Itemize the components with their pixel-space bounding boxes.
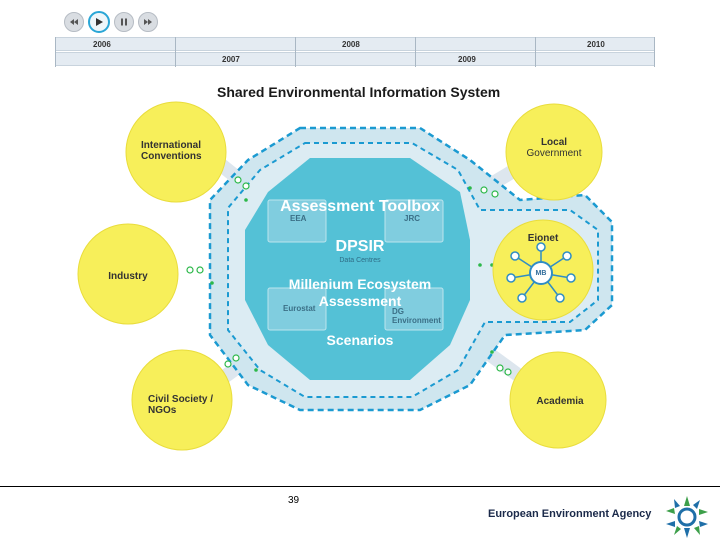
timeline[interactable]: 2006 2008 2010 2007 2009	[55, 37, 655, 67]
eea-label: EEA	[290, 214, 307, 223]
label-line: NGOs	[148, 405, 177, 416]
data-centres-label: Data Centres	[339, 257, 381, 264]
industry-label: Industry	[108, 271, 148, 282]
civil-society-label: Civil Society / NGOs	[148, 394, 220, 416]
node-international-conventions	[125, 101, 227, 203]
agency-name: European Environment Agency	[488, 508, 652, 520]
label-line: International	[141, 140, 202, 151]
year-2010[interactable]: 2010	[587, 40, 605, 49]
local-government-label: Local Government	[516, 137, 592, 159]
international-conventions-label: International Conventions	[141, 140, 213, 162]
stakeholder-nodes	[77, 101, 607, 451]
dg-environment-label: DG Environment	[392, 307, 441, 325]
eurostat-label: Eurostat	[283, 304, 316, 313]
rewind-icon	[70, 19, 78, 25]
label-line: Conventions	[141, 151, 202, 162]
label-line: Environment	[392, 316, 441, 325]
play-button[interactable]	[88, 11, 110, 33]
fast-forward-icon	[144, 19, 152, 25]
academia-label: Academia	[536, 396, 584, 407]
eionet-network	[506, 242, 576, 303]
footer-divider	[0, 486, 720, 487]
title-line: Assessment	[318, 293, 402, 309]
eionet-label: Eionet	[527, 233, 559, 244]
timeline-tick	[55, 37, 56, 67]
scenarios-title: Scenarios	[326, 332, 394, 348]
node-academia	[509, 351, 607, 449]
ghost-boxes	[267, 199, 444, 331]
jrc-label: JRC	[404, 214, 421, 223]
connector-dots	[186, 176, 512, 376]
label-line: Civil Society /	[148, 394, 214, 405]
millenium-assessment-title: Millenium Ecosystem Assessment	[268, 276, 452, 310]
diagram-title: Shared Environmental Information System	[217, 84, 501, 100]
timeline-tick	[535, 37, 536, 67]
timeline-tick	[175, 37, 176, 67]
timeline-tick	[415, 37, 416, 67]
rewind-button[interactable]	[64, 12, 84, 32]
pause-button[interactable]	[114, 12, 134, 32]
label-line: Local	[540, 137, 568, 148]
year-2007[interactable]: 2007	[222, 55, 240, 64]
dpsir-title: DPSIR	[335, 238, 385, 255]
pause-icon	[121, 18, 127, 26]
mb-label: MB	[535, 270, 547, 277]
eea-logo-icon	[666, 496, 708, 538]
year-2009[interactable]: 2009	[458, 55, 476, 64]
fast-forward-button[interactable]	[138, 12, 158, 32]
player-controls	[64, 11, 158, 33]
play-icon	[96, 18, 103, 26]
assessment-toolbox-title: Assessment Toolbox	[280, 198, 440, 215]
label-line: DG	[392, 307, 404, 316]
node-industry	[77, 223, 179, 325]
node-civil-society	[131, 349, 233, 451]
year-2008[interactable]: 2008	[342, 40, 360, 49]
timeline-tick	[654, 37, 655, 67]
label-line: Government	[526, 148, 582, 159]
title-line: Millenium Ecosystem	[288, 276, 432, 292]
page-number: 39	[288, 495, 300, 506]
year-2006[interactable]: 2006	[93, 40, 111, 49]
node-local-government	[505, 103, 603, 201]
timeline-tick	[295, 37, 296, 67]
